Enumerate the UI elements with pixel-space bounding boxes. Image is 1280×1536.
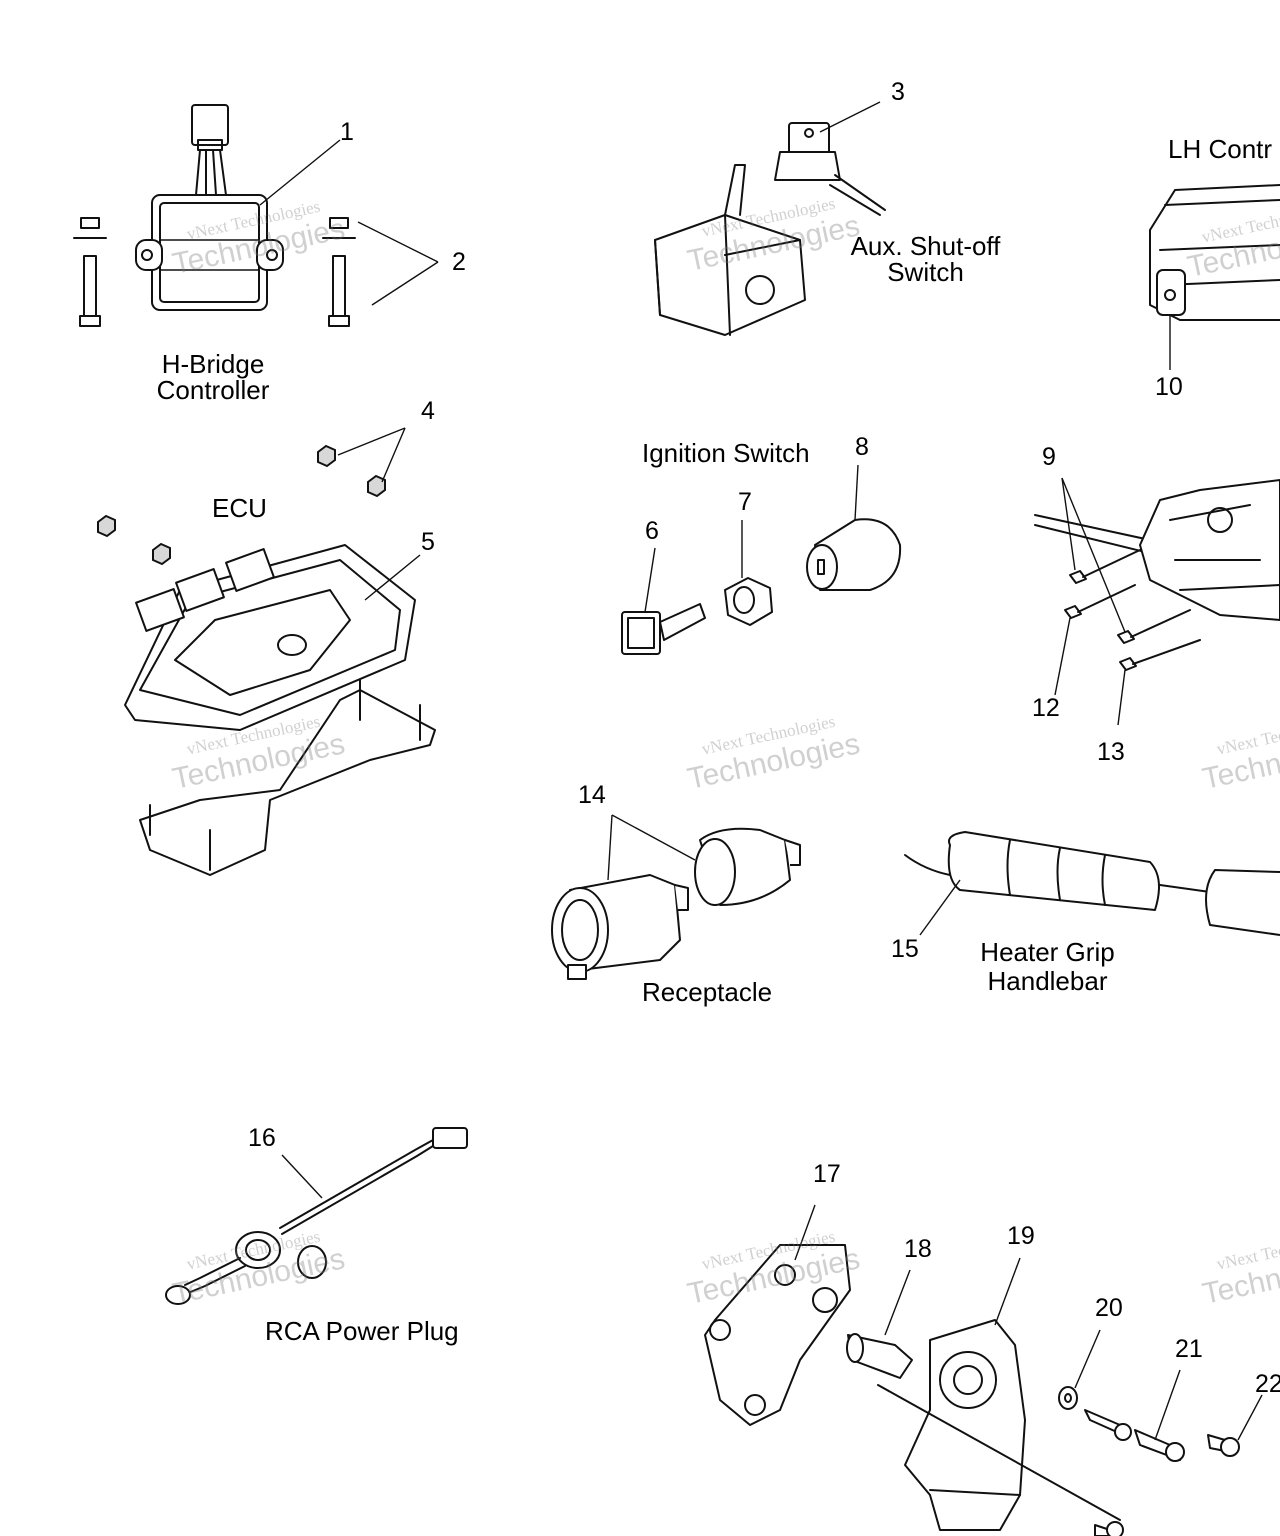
callout-21: 21 — [1175, 1335, 1203, 1363]
ignition-switch-drawing — [621, 464, 902, 655]
aux-shutoff-switch-drawing — [654, 101, 886, 336]
callout-7: 7 — [738, 488, 752, 516]
bottom-assembly-drawing — [704, 1204, 1263, 1536]
caption-ignition-switch: Ignition Switch — [642, 438, 810, 468]
h-bridge-controller-drawing — [73, 104, 439, 327]
lh-control-drawing — [1149, 184, 1280, 370]
callout-18: 18 — [904, 1235, 932, 1263]
callout-1: 1 — [340, 118, 354, 146]
callout-19: 19 — [1007, 1222, 1035, 1250]
callout-10: 10 — [1155, 373, 1183, 401]
callout-17: 17 — [813, 1160, 841, 1188]
callout-22: 22 — [1255, 1370, 1280, 1398]
callout-13: 13 — [1097, 738, 1125, 766]
caption-ecu: ECU — [212, 493, 267, 523]
callout-6: 6 — [645, 517, 659, 545]
caption-lh-control: LH Contr — [1168, 134, 1273, 164]
callout-15: 15 — [891, 935, 919, 963]
handlebar-control-drawing — [1034, 477, 1280, 726]
callout-14: 14 — [578, 781, 606, 809]
caption-heater-grip-handlebar: Heater Grip Handlebar — [980, 937, 1115, 997]
callout-20: 20 — [1095, 1294, 1123, 1322]
callout-12: 12 — [1032, 694, 1060, 722]
callout-4: 4 — [421, 397, 435, 425]
callout-2: 2 — [452, 248, 466, 276]
callout-3: 3 — [891, 78, 905, 106]
callout-16: 16 — [248, 1124, 276, 1152]
callout-5: 5 — [421, 528, 435, 556]
receptacle-drawing — [551, 814, 801, 980]
callout-9: 9 — [1042, 443, 1056, 471]
callout-8: 8 — [855, 433, 869, 461]
rca-power-plug-drawing — [165, 1127, 468, 1305]
heater-grip-drawing — [904, 831, 1280, 936]
caption-rca-power-plug: RCA Power Plug — [265, 1316, 459, 1346]
caption-receptacle: Receptacle — [642, 977, 773, 1007]
caption-h-bridge-controller: H-Bridge Controller — [156, 349, 270, 405]
caption-aux-shutoff-switch: Aux. Shut-off Switch — [850, 231, 1001, 287]
ecu-drawing — [97, 427, 436, 876]
